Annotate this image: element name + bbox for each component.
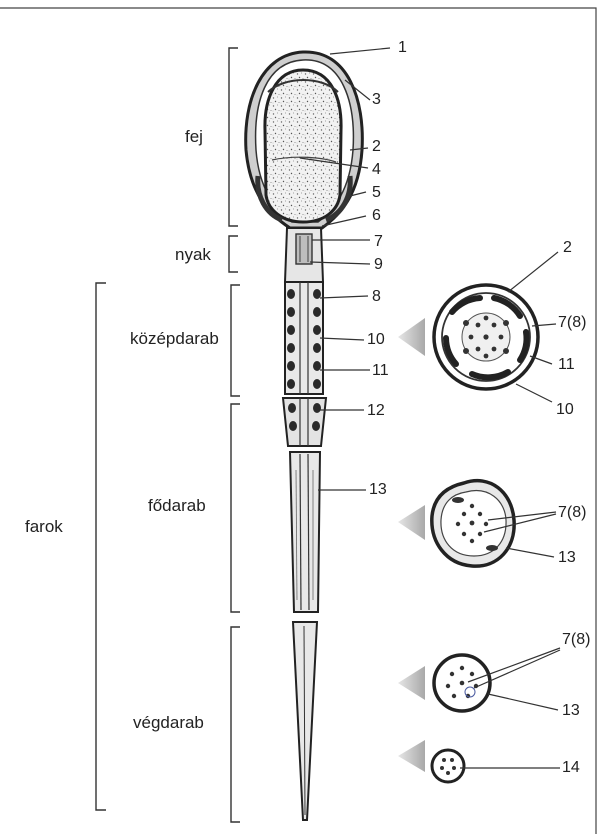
bracket-kozepdarab [231,285,240,396]
sperm-head [246,52,363,228]
callout-3: 3 [372,92,381,108]
callout-13: 13 [369,482,387,498]
callout-7: 7 [374,234,383,250]
cross-section-tip [432,750,464,782]
section-endpiece-callout-13: 13 [562,703,580,719]
section-midpiece-callout-2: 2 [563,240,572,256]
pointer-endpiece [398,666,425,700]
region-brackets [96,48,240,822]
sperm-principal-piece [290,452,320,612]
section-midpiece-callout-7-8: 7(8) [558,315,586,331]
callout-5: 5 [372,185,381,201]
bracket-nyak [229,236,238,272]
label-farok: farok [25,518,63,535]
section-midpiece-callout-10: 10 [556,402,574,418]
callout-12: 12 [367,403,385,419]
callout-4: 4 [372,162,381,178]
pointer-principal [398,505,425,540]
callout-6: 6 [372,208,381,224]
section-midpiece-callout-11: 11 [558,357,575,373]
sperm-neck [285,228,323,282]
section-principal-callout-13: 13 [558,550,576,566]
bracket-vegdarab [231,627,240,822]
label-fej: fej [185,128,203,145]
section-tip-callout-14: 14 [562,760,580,776]
section-endpiece-callout-7-8: 7(8) [562,632,590,648]
callout-10: 10 [367,332,385,348]
callout-2: 2 [372,139,381,155]
bracket-fodarab [231,404,240,612]
callout-1: 1 [398,40,407,56]
pointer-tip [398,740,425,772]
cross-section-midpiece [434,285,538,389]
sperm-annulus [283,398,326,446]
callout-9: 9 [374,257,383,273]
section-pointers [398,318,425,772]
cross-section-principal [432,481,514,566]
bracket-fej [229,48,238,226]
label-kozepdarab: középdarab [130,330,219,347]
callout-8: 8 [372,289,381,305]
cross-section-endpiece [434,655,490,711]
label-fodarab: fődarab [148,497,206,514]
sperm-midpiece [285,282,323,394]
section-principal-callout-7-8: 7(8) [558,505,586,521]
callout-11: 11 [372,363,389,379]
label-nyak: nyak [175,246,211,263]
sperm-end-piece [293,622,317,820]
label-vegdarab: végdarab [133,714,204,731]
bracket-farok [96,283,106,810]
pointer-midpiece [398,318,425,356]
